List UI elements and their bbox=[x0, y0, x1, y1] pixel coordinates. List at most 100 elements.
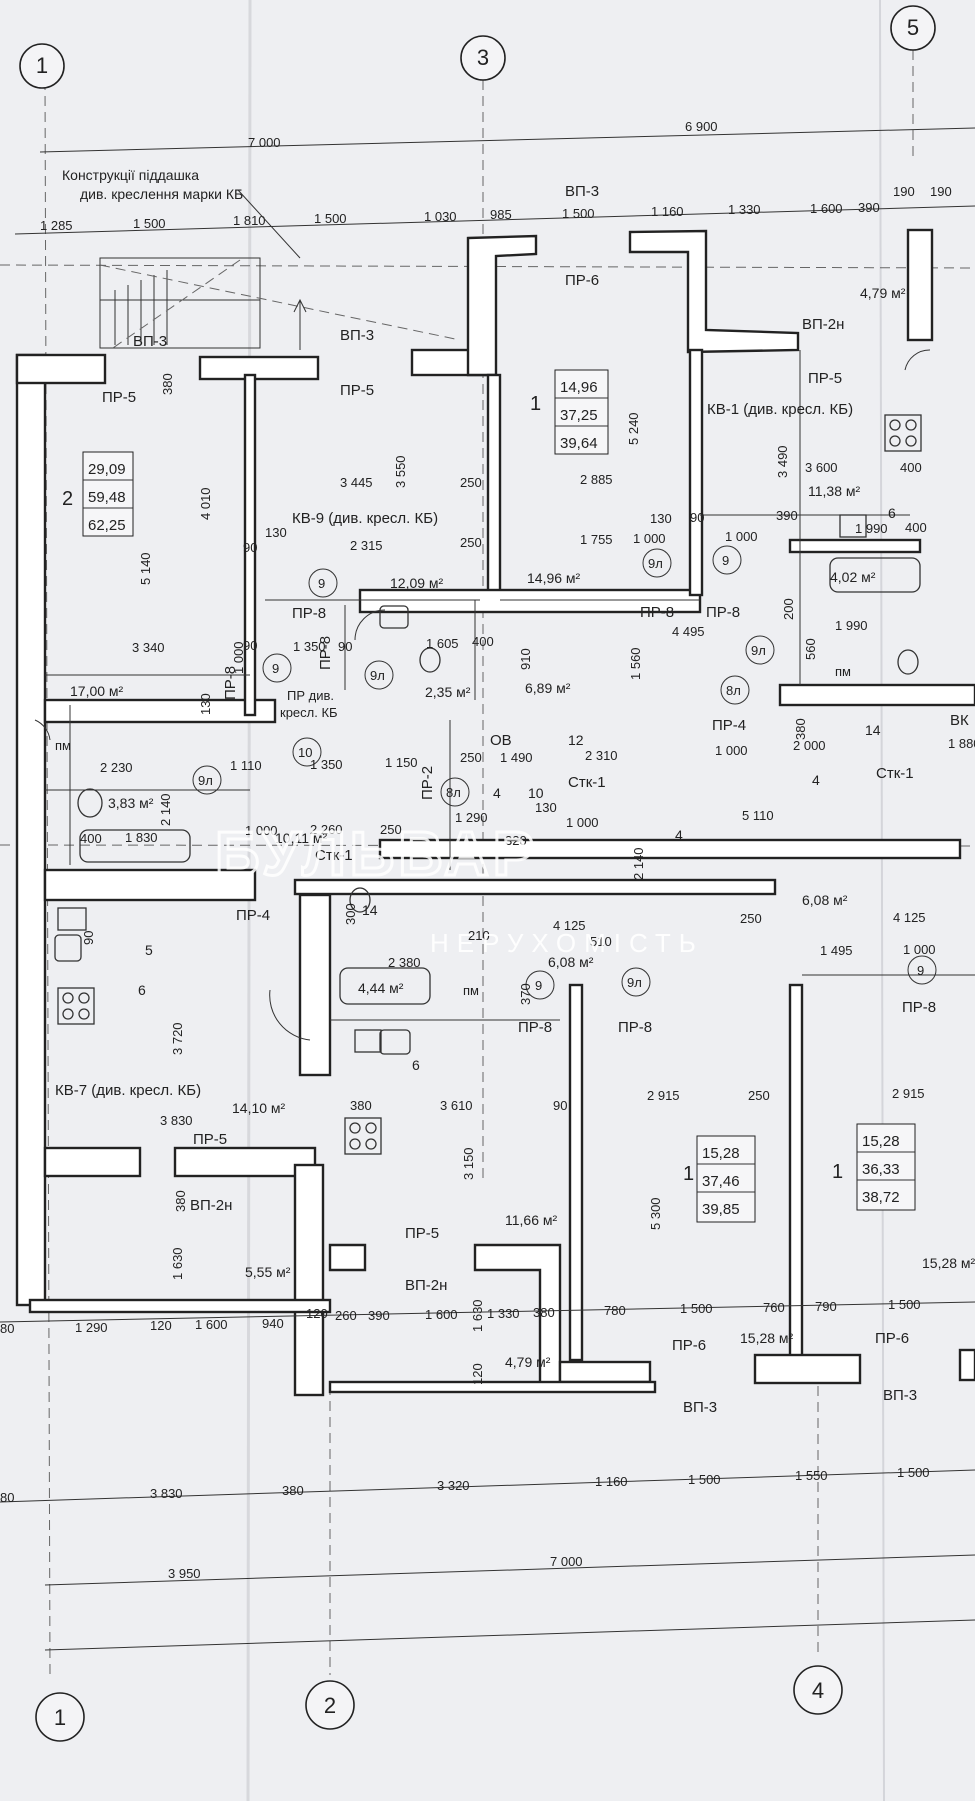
svg-text:5: 5 bbox=[907, 15, 919, 40]
svg-text:1 990: 1 990 bbox=[835, 618, 868, 633]
svg-text:2 380: 2 380 bbox=[388, 955, 421, 970]
svg-text:ПР-8: ПР-8 bbox=[292, 605, 326, 622]
svg-text:11,66 м²: 11,66 м² bbox=[505, 1212, 558, 1228]
svg-text:1 330: 1 330 bbox=[728, 202, 761, 217]
svg-text:1: 1 bbox=[683, 1163, 694, 1185]
svg-text:380: 380 bbox=[533, 1305, 555, 1320]
svg-text:ПР-5: ПР-5 bbox=[808, 370, 842, 387]
svg-text:910: 910 bbox=[518, 648, 533, 670]
svg-text:250: 250 bbox=[460, 475, 482, 490]
svg-text:ПР-5: ПР-5 bbox=[193, 1131, 227, 1148]
svg-text:9: 9 bbox=[318, 576, 325, 591]
svg-text:1 500: 1 500 bbox=[888, 1297, 921, 1312]
svg-text:1: 1 bbox=[530, 393, 541, 415]
svg-text:510: 510 bbox=[590, 934, 612, 949]
svg-text:400: 400 bbox=[472, 634, 494, 649]
svg-text:940: 940 bbox=[262, 1316, 284, 1331]
svg-text:390: 390 bbox=[858, 200, 880, 215]
svg-text:1 600: 1 600 bbox=[425, 1307, 458, 1322]
svg-text:90: 90 bbox=[553, 1098, 567, 1113]
roof-note-line-2: див. креслення марки КБ bbox=[80, 186, 243, 202]
svg-text:1 490: 1 490 bbox=[500, 750, 533, 765]
toilet-icon bbox=[77, 647, 919, 913]
dim-total-right: 6 900 bbox=[685, 119, 718, 134]
svg-text:1 000: 1 000 bbox=[245, 823, 278, 838]
svg-text:6,89 м²: 6,89 м² bbox=[525, 680, 571, 696]
svg-text:1 600: 1 600 bbox=[195, 1317, 228, 1332]
svg-text:1 290: 1 290 bbox=[455, 810, 488, 825]
svg-text:1 350: 1 350 bbox=[310, 757, 343, 772]
svg-text:3 950: 3 950 bbox=[168, 1566, 201, 1581]
svg-text:ПР-8: ПР-8 bbox=[618, 1019, 652, 1036]
svg-text:ПР-6: ПР-6 bbox=[565, 272, 599, 289]
svg-text:4: 4 bbox=[493, 785, 501, 801]
svg-text:120: 120 bbox=[470, 1363, 485, 1385]
svg-text:ПР-8: ПР-8 bbox=[706, 604, 740, 621]
bottom-dimension-row-3: 3 950 7 000 bbox=[168, 1554, 583, 1581]
svg-text:БУЛЬВАР: БУЛЬВАР bbox=[215, 820, 538, 889]
svg-text:10: 10 bbox=[528, 785, 544, 801]
svg-text:2: 2 bbox=[324, 1693, 336, 1718]
svg-text:260: 260 bbox=[335, 1308, 357, 1323]
svg-text:9: 9 bbox=[272, 661, 279, 676]
svg-text:12: 12 bbox=[568, 732, 584, 748]
svg-text:ПР-6: ПР-6 bbox=[875, 1330, 909, 1347]
svg-text:ВП-2н: ВП-2н bbox=[802, 316, 844, 333]
svg-text:ВП-3: ВП-3 bbox=[133, 333, 167, 350]
svg-text:29,09: 29,09 bbox=[88, 461, 126, 478]
room-box: 2 29,09 59,48 62,25 bbox=[62, 451, 134, 537]
svg-text:1 285: 1 285 bbox=[40, 218, 73, 233]
room-box: 1 15,28 36,33 38,72 bbox=[832, 1123, 916, 1211]
svg-text:3 830: 3 830 bbox=[160, 1113, 193, 1128]
partitions bbox=[45, 350, 975, 1021]
watermark: БУЛЬВАР НЕРУХОМІСТЬ bbox=[214, 819, 696, 959]
svg-text:ПР-2: ПР-2 bbox=[419, 766, 436, 800]
element-labels: ВП-3 ВП-3 ВП-3 ВП-3 ВП-3 ВП-2н ВП-2н ВП-… bbox=[102, 183, 969, 1416]
room-box: 1 14,96 37,25 39,64 bbox=[530, 369, 609, 455]
svg-text:250: 250 bbox=[740, 911, 762, 926]
svg-text:130: 130 bbox=[265, 525, 287, 540]
svg-text:62,25: 62,25 bbox=[88, 517, 126, 534]
svg-text:6,08 м²: 6,08 м² bbox=[802, 892, 848, 908]
svg-text:1 000: 1 000 bbox=[231, 641, 246, 674]
svg-text:2 140: 2 140 bbox=[631, 847, 646, 880]
svg-text:4: 4 bbox=[812, 772, 820, 788]
svg-text:200: 200 bbox=[781, 598, 796, 620]
svg-text:4,79 м²: 4,79 м² bbox=[505, 1354, 551, 1370]
svg-text:14,10 м²: 14,10 м² bbox=[232, 1100, 286, 1116]
svg-text:985: 985 bbox=[490, 207, 512, 222]
svg-text:6: 6 bbox=[412, 1057, 420, 1073]
top-dimension-row: 1 285 1 500 1 810 1 500 1 030 985 1 500 … bbox=[40, 184, 952, 233]
svg-text:5 140: 5 140 bbox=[138, 552, 153, 585]
svg-text:10: 10 bbox=[298, 745, 312, 760]
svg-text:1 160: 1 160 bbox=[595, 1474, 628, 1489]
svg-text:11,38 м²: 11,38 м² bbox=[808, 483, 861, 499]
svg-text:1 160: 1 160 bbox=[651, 204, 684, 219]
svg-text:2 885: 2 885 bbox=[580, 472, 613, 487]
svg-text:39,85: 39,85 bbox=[702, 1201, 740, 1218]
svg-text:3 830: 3 830 bbox=[150, 1486, 183, 1501]
svg-text:90: 90 bbox=[690, 510, 704, 525]
svg-text:90: 90 bbox=[243, 540, 257, 555]
svg-text:15,28: 15,28 bbox=[862, 1133, 900, 1150]
svg-text:9л: 9л bbox=[627, 975, 642, 990]
svg-text:1 000: 1 000 bbox=[725, 529, 758, 544]
svg-text:1 500: 1 500 bbox=[133, 216, 166, 231]
svg-text:1: 1 bbox=[832, 1161, 843, 1183]
svg-text:4: 4 bbox=[675, 827, 683, 843]
svg-text:4: 4 bbox=[812, 1678, 824, 1703]
svg-text:4 125: 4 125 bbox=[893, 910, 926, 925]
svg-text:2 315: 2 315 bbox=[350, 538, 383, 553]
svg-text:ВП-3: ВП-3 bbox=[340, 327, 374, 344]
svg-text:1 990: 1 990 bbox=[855, 521, 888, 536]
svg-text:80: 80 bbox=[0, 1321, 14, 1336]
svg-text:4 125: 4 125 bbox=[553, 918, 586, 933]
svg-text:400: 400 bbox=[900, 460, 922, 475]
svg-text:1 630: 1 630 bbox=[170, 1247, 185, 1280]
svg-text:400: 400 bbox=[905, 520, 927, 535]
bottom-dimension-row-2: 80 3 830 380 3 320 1 160 1 500 1 550 1 5… bbox=[0, 1465, 930, 1505]
svg-text:6: 6 bbox=[888, 505, 896, 521]
svg-text:380: 380 bbox=[793, 718, 808, 740]
svg-text:пм: пм bbox=[55, 738, 71, 753]
svg-text:пм: пм bbox=[463, 983, 479, 998]
